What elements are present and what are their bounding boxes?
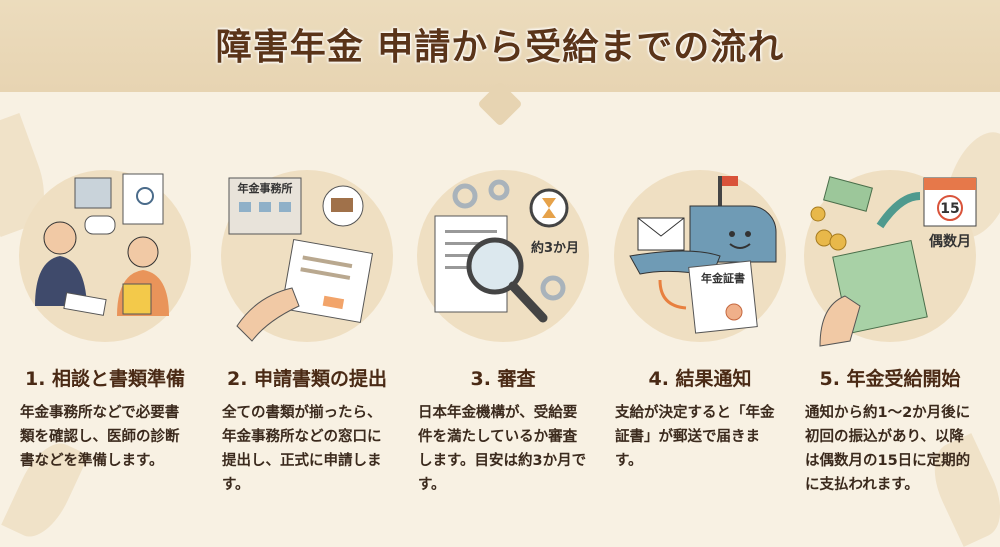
step-heading: 1. 相談と書類準備 — [24, 368, 186, 390]
arrow-icon — [876, 192, 921, 229]
step-description: 通知から約1〜2か月後に初回の振込があり、以降は偶数月の15日に定期的に支払われ… — [805, 405, 971, 493]
banknote-icon — [823, 176, 873, 212]
step-heading: 4. 結果通知 — [648, 368, 752, 390]
step-description: 年金事務所などで必要書類を確認し、医師の診断書などを準備します。 — [20, 405, 180, 469]
calendar-day: 15 — [940, 201, 959, 217]
consultation-illustration — [35, 173, 169, 316]
payment-illustration: 15 偶数月 — [810, 176, 977, 347]
step-2: 年金事務所 2. 申請書類の提出 全ての書類が揃ったら、年金事務所などの窓口に提… — [207, 170, 407, 497]
step-illustration: 年金事務所 — [221, 170, 393, 342]
coin-icon — [810, 206, 826, 222]
step-3: 約3か月 3. 審査 日本年金機構が、受給要件を満たしているか審査します。目安は… — [403, 170, 603, 497]
step-heading: 5. 年金受給開始 — [819, 368, 961, 390]
page-title: 障害年金 申請から受給までの流れ — [215, 27, 785, 68]
magnifier-icon — [466, 237, 524, 295]
step-description: 全ての書類が揃ったら、年金事務所などの窓口に提出し、正式に申請します。 — [222, 405, 382, 493]
step-description: 支給が決定すると「年金証書」が郵送で届きます。 — [615, 405, 775, 469]
step-1: 1. 相談と書類準備 年金事務所などで必要書類を確認し、医師の診断書などを準備し… — [5, 170, 205, 473]
office-sign: 年金事務所 — [238, 181, 293, 195]
step-illustration: 15 偶数月 — [804, 170, 977, 347]
step-illustration: 年金証書 — [614, 170, 786, 342]
step-5: 15 偶数月 5. 年金受給開始 通知から約1〜2か月後に初回の振込があり、以降… — [790, 170, 990, 497]
hourglass-timer-icon — [529, 188, 569, 228]
step-heading: 3. 審査 — [470, 368, 536, 390]
step-4: 年金証書 4. 結果通知 支給が決定すると「年金証書」が郵送で届きます。 — [600, 170, 800, 473]
mailbox-illustration: 年金証書 — [629, 176, 777, 334]
step-illustration: 約3か月 — [417, 170, 589, 342]
gear-icon — [452, 183, 478, 209]
duration-label: 約3か月 — [531, 240, 579, 256]
review-illustration: 約3か月 — [434, 179, 579, 323]
title-banner — [0, 0, 1000, 92]
gear-icon — [540, 275, 566, 301]
calendar-label: 偶数月 — [929, 233, 971, 250]
submission-illustration: 年金事務所 — [228, 177, 374, 342]
step-description: 日本年金機構が、受給要件を満たしているか審査します。目安は約3か月です。 — [418, 405, 587, 493]
certificate-label: 年金証書 — [701, 271, 745, 285]
envelope-icon — [637, 217, 685, 251]
gear-icon — [488, 179, 510, 201]
step-heading: 2. 申請書類の提出 — [226, 368, 388, 390]
step-illustration — [19, 170, 191, 342]
